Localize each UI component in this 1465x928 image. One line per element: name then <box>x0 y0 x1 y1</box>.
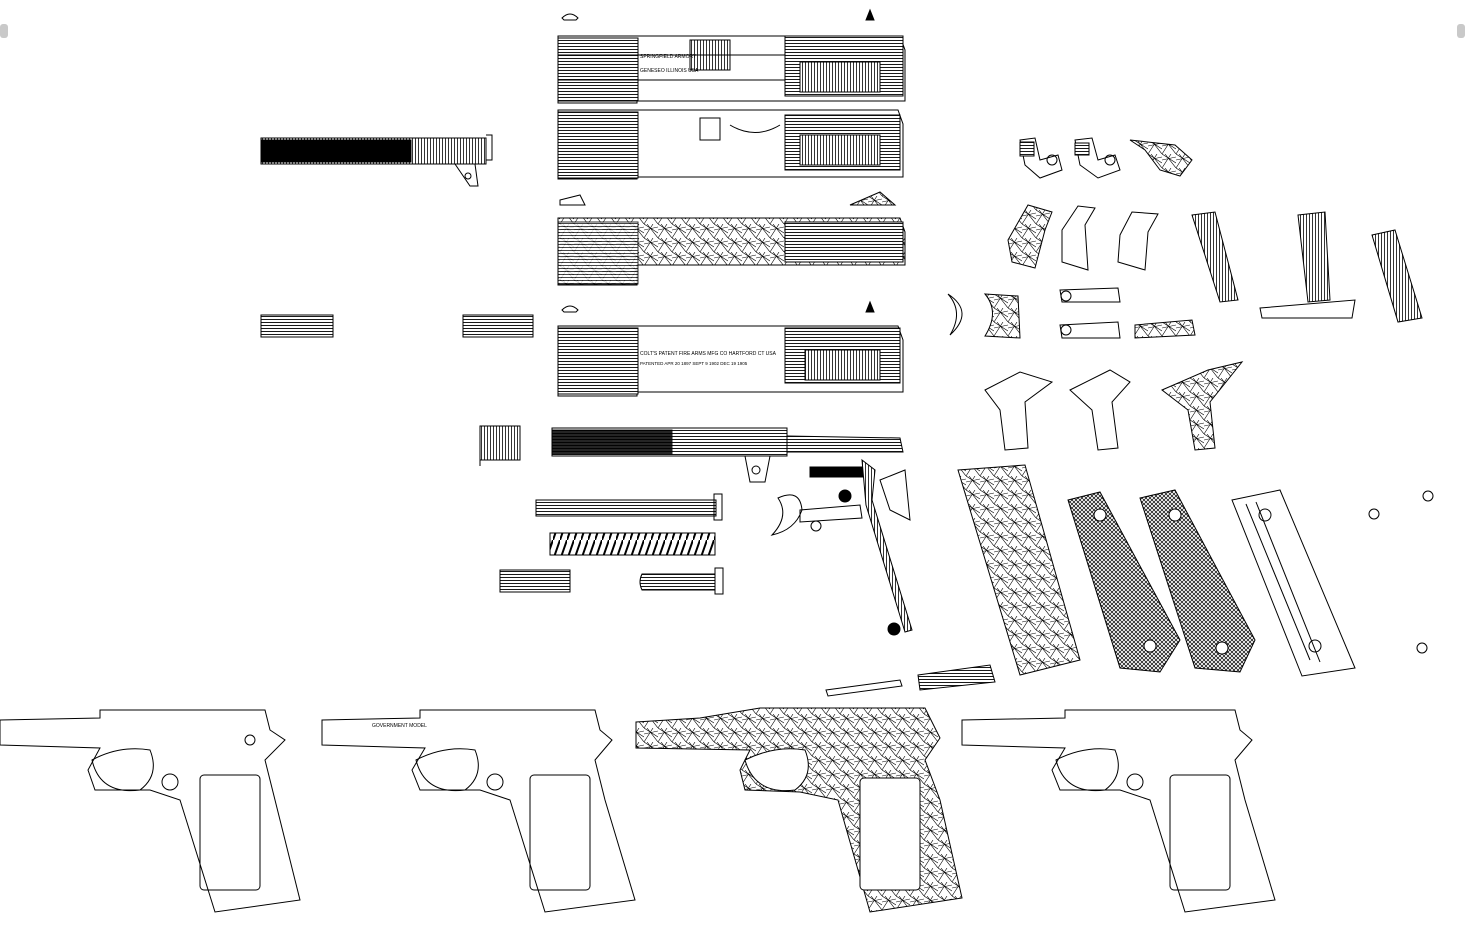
hammer-part-3 <box>1129 139 1193 177</box>
slide-roll-mark-4: PATENTED APR 20 1897 SEPT 9 1902 DEC 19 … <box>640 361 748 366</box>
front-sight-part-2 <box>865 300 875 313</box>
grip-safety-part-3 <box>1161 361 1244 451</box>
slide-roll-mark-1: SPRINGFIELD ARMORY <box>640 54 697 60</box>
grip-screw-1 <box>1368 508 1380 520</box>
spring-plug-part <box>499 569 571 593</box>
magazine-well-part <box>957 464 1081 676</box>
front-sight-part <box>865 8 875 21</box>
barrel-part <box>260 134 493 187</box>
frame-4 <box>961 709 1276 913</box>
scroll-handle-right-icon[interactable] <box>1457 24 1465 38</box>
hammer-strut-part <box>770 494 803 536</box>
guide-rod-head-part <box>639 567 724 595</box>
slide-rollmarked-top: SPRINGFIELD ARMORY GENESEO ILLINOIS USA <box>557 35 906 104</box>
bushing-part <box>479 425 521 466</box>
sear-part-2 <box>1061 205 1096 271</box>
frame-3-mesh <box>635 707 963 913</box>
front-sight-mesh-part <box>849 191 897 206</box>
firing-pin-stop-part <box>887 622 901 636</box>
grip-safety-part-2 <box>1069 369 1131 451</box>
recoil-spring-part <box>549 532 716 556</box>
mainspring-housing-strip-1 <box>1191 211 1239 303</box>
grip-panel-checkered-2 <box>1139 489 1256 673</box>
guide-rod-part <box>535 493 723 521</box>
disconnector-part <box>879 469 911 521</box>
barrel-lowered-part <box>551 427 904 483</box>
ejector-part <box>825 679 903 697</box>
slide-mesh <box>557 217 906 286</box>
hammer-part-2 <box>1074 137 1121 179</box>
slide-stop-part-3 <box>1134 319 1196 339</box>
mainspring-housing-part <box>861 458 913 633</box>
grip-panel-checkered-1 <box>1067 491 1181 673</box>
pin-part <box>838 489 852 503</box>
barrel-bushing-left <box>260 314 334 338</box>
frame-2: GOVERNMENT MODEL <box>321 709 636 913</box>
mainspring-housing-strip-3 <box>1371 229 1423 323</box>
housing-base-part <box>1259 299 1356 319</box>
rear-sight-part-2 <box>561 305 579 313</box>
slide-rollmarked-bottom: COLT'S PATENT FIRE ARMS MFG CO HARTFORD … <box>557 325 904 397</box>
sear-part-1 <box>1007 204 1053 269</box>
grip-screw-3 <box>1416 642 1428 654</box>
sear-part-3 <box>1117 211 1159 271</box>
scroll-handle-left-icon[interactable] <box>0 24 8 38</box>
frame-1 <box>0 709 301 913</box>
link-part <box>799 504 863 523</box>
rear-sight-part <box>561 13 579 21</box>
grip-screw-2 <box>1422 490 1434 502</box>
grip-safety-curve-2 <box>983 293 1021 339</box>
barrel-bushing-right <box>462 314 534 338</box>
grip-panel-smooth <box>1231 489 1356 677</box>
grip-safety-part-1 <box>984 371 1054 451</box>
slide-plain <box>557 109 904 180</box>
mainspring-housing-strip-2 <box>1297 211 1331 303</box>
hammer-part-1 <box>1019 137 1063 179</box>
plunger-tube-part <box>917 664 996 691</box>
grip-safety-curve-1 <box>947 293 963 336</box>
slide-roll-mark-3: COLT'S PATENT FIRE ARMS MFG CO HARTFORD … <box>640 351 777 357</box>
rear-sight-mesh-part <box>559 194 586 206</box>
sear-spring-part <box>809 466 871 478</box>
frame-roll-mark: GOVERNMENT MODEL <box>372 723 427 729</box>
slide-roll-mark-2: GENESEO ILLINOIS USA <box>640 68 699 74</box>
slide-stop-part-2 <box>1059 321 1121 339</box>
